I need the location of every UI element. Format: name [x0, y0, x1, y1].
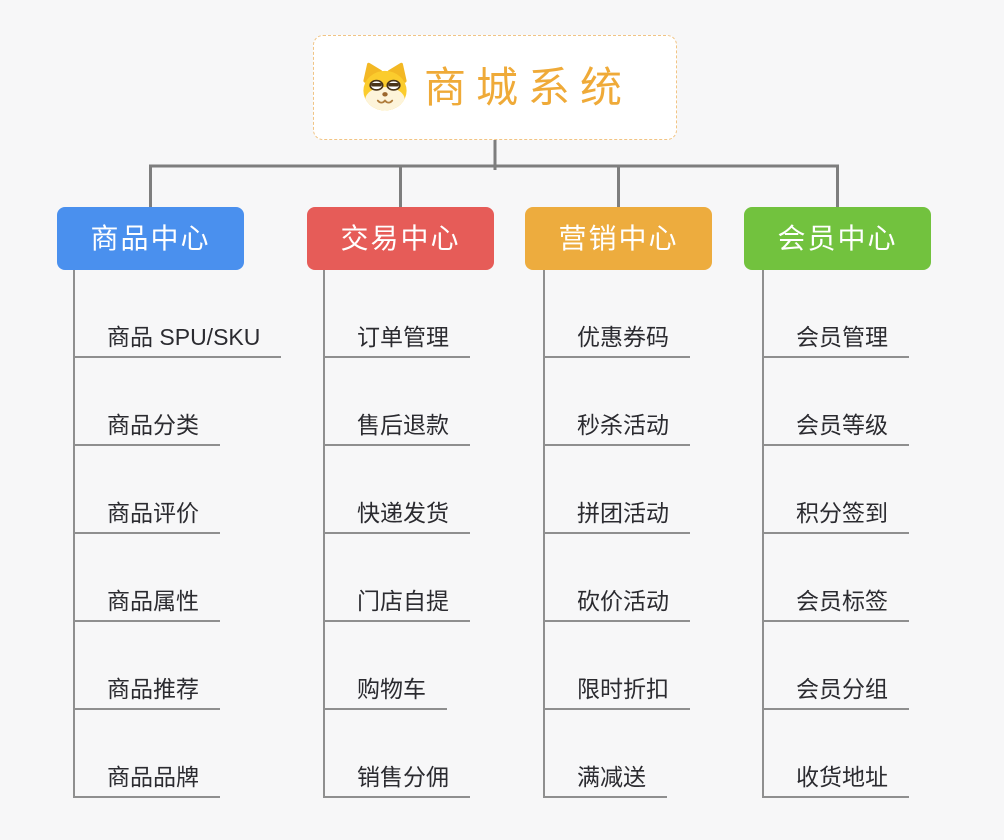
- leaf-node[interactable]: 商品属性: [73, 534, 313, 622]
- leaf-node[interactable]: 满减送: [543, 710, 783, 798]
- leaf-node[interactable]: 砍价活动: [543, 534, 783, 622]
- leaf-node[interactable]: 积分签到: [762, 446, 1002, 534]
- leaf-node[interactable]: 会员管理: [762, 270, 1002, 358]
- branch-node-trade-center[interactable]: 交易中心: [307, 207, 494, 270]
- leaf-node[interactable]: 商品推荐: [73, 622, 313, 710]
- leaf-node[interactable]: 会员分组: [762, 622, 1002, 710]
- branch-children-product-center: 商品 SPU/SKU 商品分类 商品评价 商品属性 商品推荐 商品品牌: [73, 270, 313, 798]
- branch-label: 会员中心: [777, 222, 898, 254]
- leaf-node[interactable]: 收货地址: [762, 710, 1002, 798]
- leaf-node[interactable]: 会员等级: [762, 358, 1002, 446]
- branch-children-member-center: 会员管理 会员等级 积分签到 会员标签 会员分组 收货地址: [762, 270, 1002, 798]
- branch-children-trade-center: 订单管理 售后退款 快递发货 门店自提 购物车 销售分佣: [323, 270, 563, 798]
- leaf-node[interactable]: 秒杀活动: [543, 358, 783, 446]
- leaf-node[interactable]: 优惠券码: [543, 270, 783, 358]
- branch-label: 交易中心: [340, 222, 461, 254]
- leaf-node[interactable]: 快递发货: [323, 446, 563, 534]
- leaf-node[interactable]: 限时折扣: [543, 622, 783, 710]
- root-node[interactable]: 商城系统: [313, 35, 677, 140]
- leaf-node[interactable]: 商品评价: [73, 446, 313, 534]
- leaf-node[interactable]: 门店自提: [323, 534, 563, 622]
- branch-node-marketing-center[interactable]: 营销中心: [525, 207, 712, 270]
- branch-label: 商品中心: [90, 222, 211, 254]
- leaf-node[interactable]: 销售分佣: [323, 710, 563, 798]
- leaf-node[interactable]: 商品分类: [73, 358, 313, 446]
- leaf-node[interactable]: 商品品牌: [73, 710, 313, 798]
- leaf-node[interactable]: 会员标签: [762, 534, 1002, 622]
- root-title: 商城系统: [423, 63, 632, 111]
- branch-label: 营销中心: [558, 222, 679, 254]
- leaf-node[interactable]: 订单管理: [323, 270, 563, 358]
- leaf-node[interactable]: 售后退款: [323, 358, 563, 446]
- branch-children-marketing-center: 优惠券码 秒杀活动 拼团活动 砍价活动 限时折扣 满减送: [543, 270, 783, 798]
- branch-node-member-center[interactable]: 会员中心: [744, 207, 931, 270]
- leaf-node[interactable]: 购物车: [323, 622, 563, 710]
- leaf-node[interactable]: 拼团活动: [543, 446, 783, 534]
- leaf-node[interactable]: 商品 SPU/SKU: [73, 270, 313, 358]
- branch-node-product-center[interactable]: 商品中心: [57, 207, 244, 270]
- doge-icon: [358, 62, 412, 114]
